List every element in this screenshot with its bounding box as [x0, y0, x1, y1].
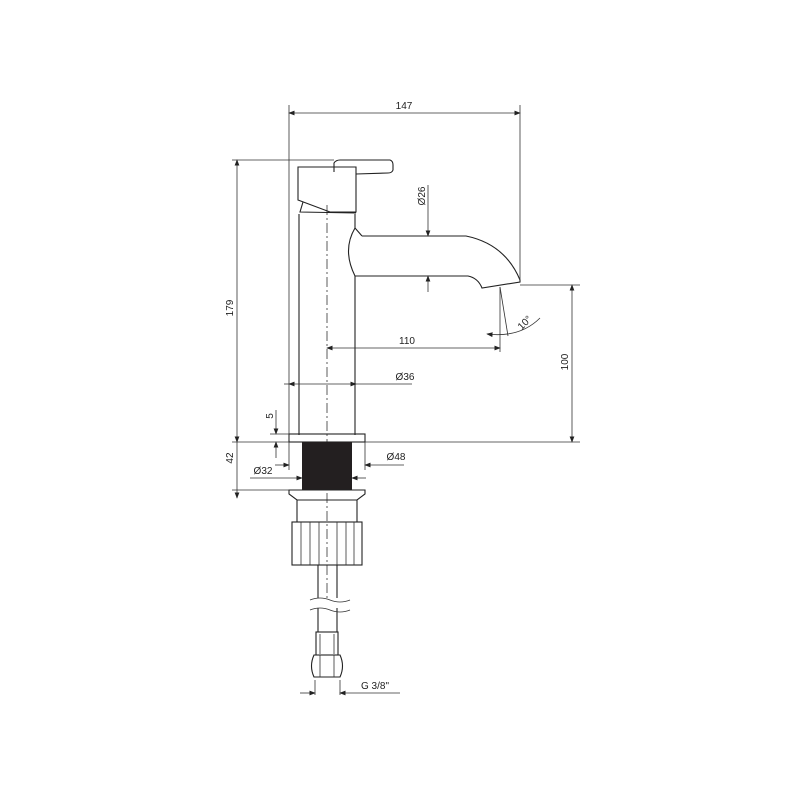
dim-base-diameter: Ø48: [387, 452, 406, 463]
handle-cap: [297, 166, 357, 213]
hex-nut: [310, 654, 344, 678]
hose: [317, 565, 338, 632]
dim-shank-diameter: Ø32: [254, 466, 273, 477]
dim-base-height: 42: [225, 452, 236, 464]
mounting-nut: [291, 521, 363, 566]
body-column: [298, 214, 356, 435]
dim-overall-height: 179: [225, 299, 236, 316]
dim-spout-angle: 10°: [516, 314, 534, 332]
spout: [362, 235, 521, 289]
dim-body-diameter: Ø36: [396, 372, 415, 383]
dim-overall-width: 147: [396, 101, 413, 112]
spout-joint: [347, 227, 363, 277]
faucet-outline: [288, 159, 521, 678]
dimension-lines: [232, 105, 580, 696]
base-block: [302, 442, 352, 490]
lever-handle: [333, 159, 394, 175]
dim-spout-reach: 110: [399, 336, 415, 347]
dim-spout-height: 100: [560, 353, 571, 370]
dim-spout-diameter: Ø26: [417, 186, 428, 205]
dim-base-thickness: 5: [265, 413, 276, 419]
hose-fitting: [315, 631, 339, 656]
dim-connection-thread: G 3/8": [361, 681, 389, 692]
